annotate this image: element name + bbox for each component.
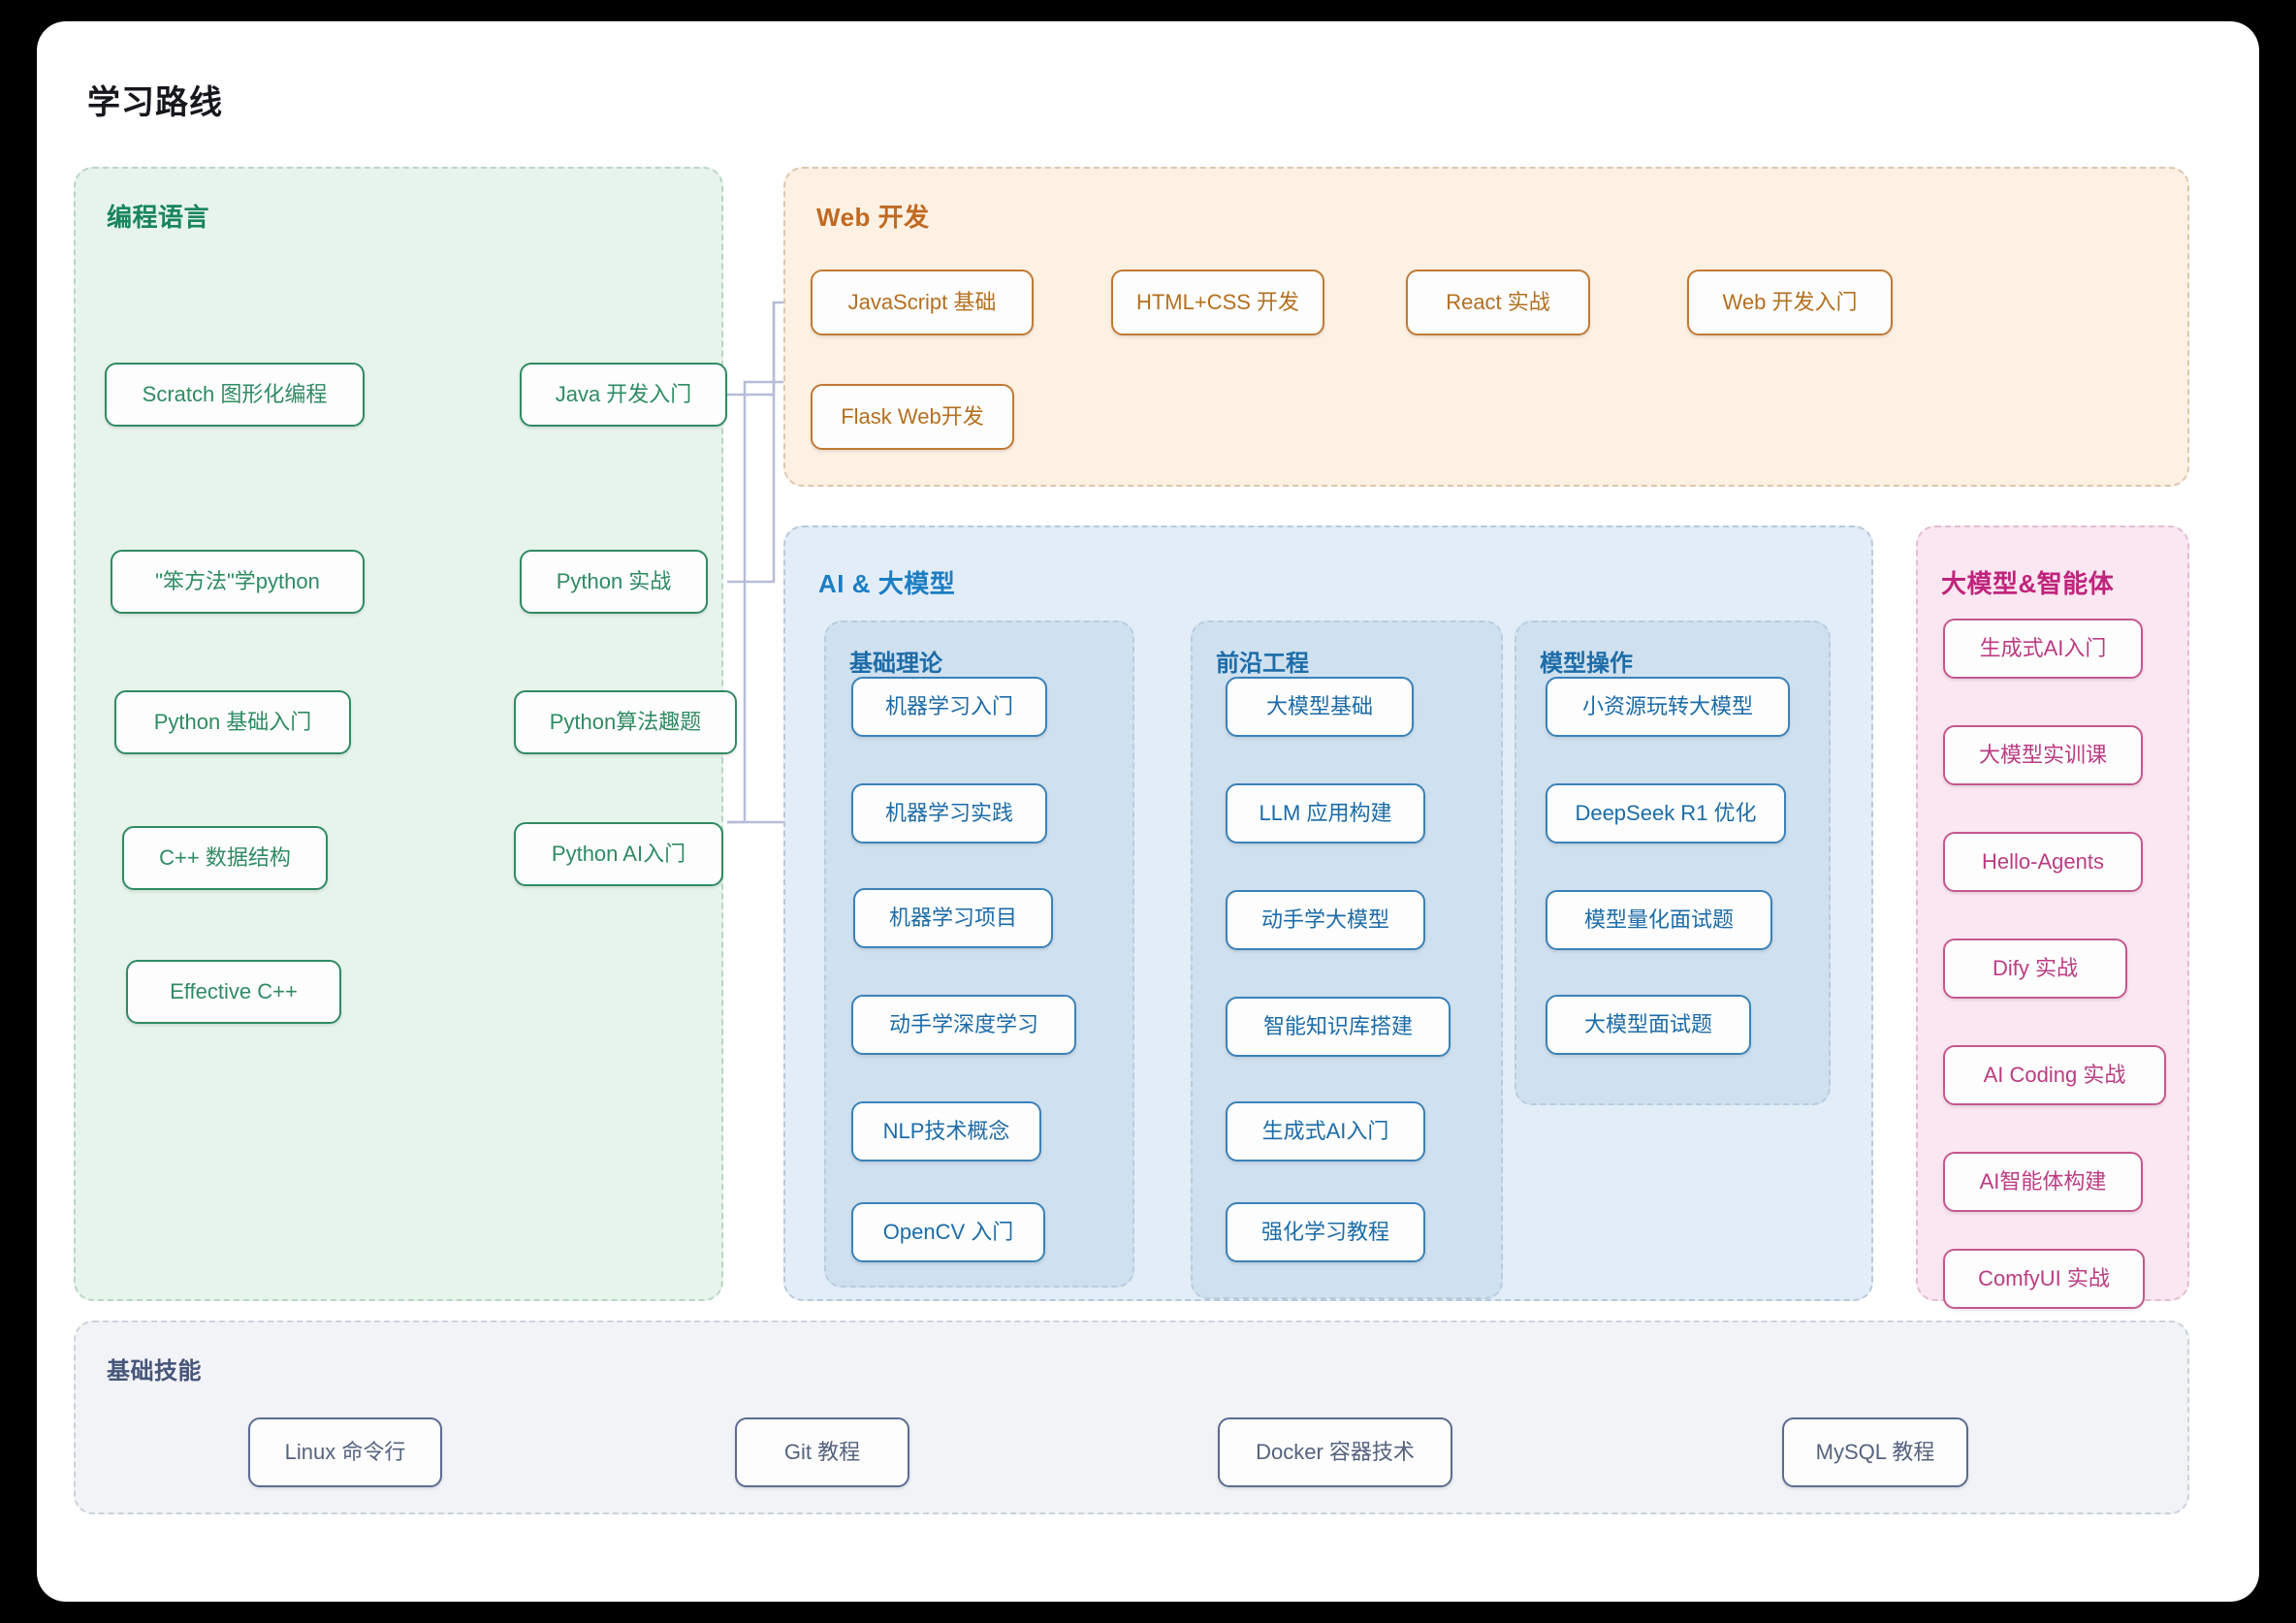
node-python-algorithms[interactable]: Python算法趣题 [514,690,737,754]
group-agents-title: 大模型&智能体 [1941,569,2115,598]
node-python-practice[interactable]: Python 实战 [520,550,708,614]
node-llm-foundations[interactable]: 大模型基础 [1226,677,1414,737]
subgroup-frontier-title: 前沿工程 [1216,651,1309,677]
node-html-css[interactable]: HTML+CSS 开发 [1111,270,1324,335]
node-llm-training-course[interactable]: 大模型实训课 [1943,725,2143,785]
node-opencv-intro[interactable]: OpenCV 入门 [851,1202,1045,1262]
group-languages-title: 编程语言 [107,203,210,232]
node-genai-intro[interactable]: 生成式AI入门 [1226,1101,1425,1162]
subgroup-model-ops-title: 模型操作 [1540,651,1633,677]
node-ai-agent-building[interactable]: AI智能体构建 [1943,1152,2143,1212]
wire-python-shizhan-to-web [727,302,776,584]
subgroup-frontier-engineering: 前沿工程 [1191,621,1503,1299]
node-llm-app-building[interactable]: LLM 应用构建 [1226,783,1425,843]
page-card: 学习路线 编程语言 Scratch 图形化编程 "笨方法"学pyt [37,21,2259,1602]
node-knowledge-base[interactable]: 智能知识库搭建 [1226,997,1451,1057]
node-hands-on-llm[interactable]: 动手学大模型 [1226,890,1425,950]
node-flask-web[interactable]: Flask Web开发 [811,384,1014,450]
group-ai-title: AI & 大模型 [818,569,956,598]
roadmap-canvas: 编程语言 Scratch 图形化编程 "笨方法"学python Python 基… [37,21,2259,1602]
node-dive-into-deep-learning[interactable]: 动手学深度学习 [851,995,1076,1055]
group-web-title: Web 开发 [816,203,930,232]
node-llm-interview[interactable]: 大模型面试题 [1546,995,1751,1055]
node-mysql-tutorial[interactable]: MySQL 教程 [1782,1417,1968,1487]
node-ml-intro[interactable]: 机器学习入门 [851,677,1047,737]
node-ml-projects[interactable]: 机器学习项目 [853,888,1053,948]
node-effective-cpp[interactable]: Effective C++ [126,960,341,1024]
subgroup-foundations-title: 基础理论 [849,651,942,677]
node-learn-python-hard-way[interactable]: "笨方法"学python [111,550,365,614]
node-python-ai-intro[interactable]: Python AI入门 [514,822,723,886]
node-agent-genai-intro[interactable]: 生成式AI入门 [1943,619,2143,679]
node-react-practice[interactable]: React 实战 [1406,270,1590,335]
node-linux-cli[interactable]: Linux 命令行 [248,1417,442,1487]
node-javascript-basics[interactable]: JavaScript 基础 [811,270,1034,335]
node-scratch[interactable]: Scratch 图形化编程 [105,363,365,427]
node-dify-practice[interactable]: Dify 实战 [1943,939,2127,999]
group-basics-title: 基础技能 [107,1358,202,1384]
node-ai-coding-practice[interactable]: AI Coding 实战 [1943,1045,2166,1105]
node-git-tutorial[interactable]: Git 教程 [735,1417,909,1487]
node-deepseek-r1-optimization[interactable]: DeepSeek R1 优化 [1546,783,1786,843]
node-nlp-concepts[interactable]: NLP技术概念 [851,1101,1041,1162]
node-docker-tutorial[interactable]: Docker 容器技术 [1218,1417,1452,1487]
node-comfyui-practice[interactable]: ComfyUI 实战 [1943,1249,2145,1309]
node-cpp-data-structures[interactable]: C++ 数据结构 [122,826,328,890]
node-low-resource-llm[interactable]: 小资源玩转大模型 [1546,677,1790,737]
page-title: 学习路线 [87,84,223,121]
subgroup-foundations: 基础理论 [824,621,1134,1288]
node-python-basics[interactable]: Python 基础入门 [114,690,351,754]
node-quantization-interview[interactable]: 模型量化面试题 [1546,890,1772,950]
node-java-intro[interactable]: Java 开发入门 [520,363,727,427]
node-web-intro[interactable]: Web 开发入门 [1687,270,1893,335]
node-rl-tutorial[interactable]: 强化学习教程 [1226,1202,1425,1262]
node-ml-practice[interactable]: 机器学习实践 [851,783,1047,843]
node-hello-agents[interactable]: Hello-Agents [1943,832,2143,892]
